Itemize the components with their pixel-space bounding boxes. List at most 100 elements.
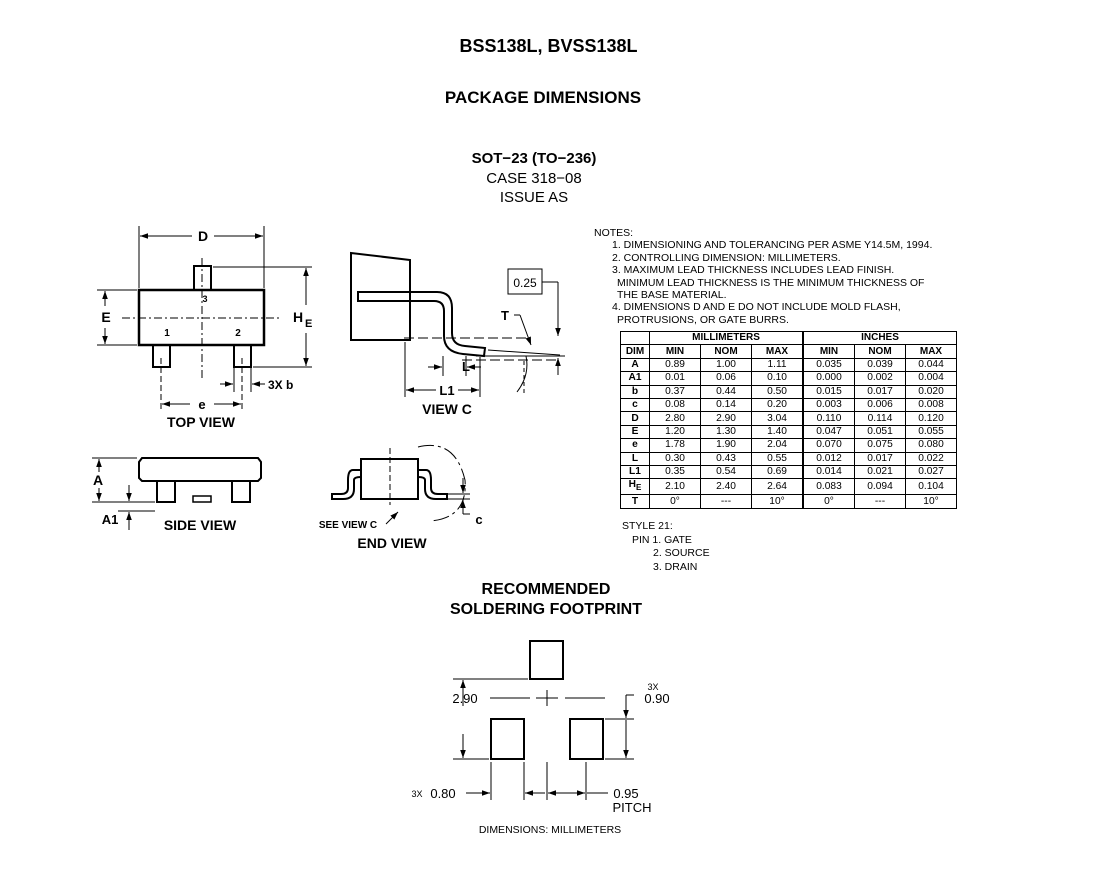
dim-he-subscript: E bbox=[305, 318, 312, 330]
value-cell: 0.047 bbox=[802, 424, 855, 440]
value-cell: 2.04 bbox=[751, 438, 804, 453]
value-cell: 0.015 bbox=[802, 384, 855, 399]
value-cell: 0.08 bbox=[649, 397, 701, 413]
value-cell: 2.64 bbox=[751, 478, 804, 496]
value-cell: 0.044 bbox=[905, 357, 957, 373]
footprint-pad-h-dim: 0.90 bbox=[644, 691, 669, 706]
value-cell: 0.10 bbox=[751, 371, 804, 386]
value-cell: 3.04 bbox=[751, 411, 804, 426]
value-cell: 0.06 bbox=[700, 371, 752, 386]
value-cell: 0° bbox=[802, 494, 855, 509]
value-cell: 1.20 bbox=[649, 424, 701, 440]
tolerance-box-value: 0.25 bbox=[513, 276, 537, 290]
dim-cell: T bbox=[620, 494, 650, 509]
dim-cell-subscript: E bbox=[636, 483, 642, 493]
style-pin-3: 3. DRAIN bbox=[653, 560, 698, 573]
value-cell: 0.002 bbox=[854, 371, 906, 386]
view-c-drawing bbox=[350, 251, 565, 397]
pin-3-label: 3 bbox=[202, 294, 207, 304]
dim-cell: A1 bbox=[620, 371, 650, 386]
column-header: NOM bbox=[854, 344, 906, 359]
value-cell: 0.20 bbox=[751, 397, 804, 413]
value-cell: 0.039 bbox=[854, 357, 906, 373]
dim-e-pitch-label: e bbox=[198, 397, 205, 412]
value-cell: --- bbox=[854, 494, 906, 509]
value-cell: 0.008 bbox=[905, 397, 957, 413]
note-2: 2. CONTROLLING DIMENSION: MILLIMETERS. bbox=[612, 251, 841, 264]
value-cell: 0.30 bbox=[649, 451, 701, 466]
value-cell: 0.006 bbox=[854, 397, 906, 413]
style-pin-2: 2. SOURCE bbox=[653, 547, 710, 559]
drawing-labels: D E H E 3 1 2 e 3X b TOP VIEW A A1 SIDE … bbox=[93, 228, 670, 815]
note-1: 1. DIMENSIONING AND TOLERANCING PER ASME… bbox=[612, 239, 933, 252]
notes-heading: NOTES: bbox=[594, 227, 634, 239]
dim-cell: E bbox=[620, 424, 650, 440]
value-cell: 0.35 bbox=[649, 464, 701, 480]
package-case: CASE 318−08 bbox=[486, 170, 582, 187]
column-header: MAX bbox=[751, 344, 804, 359]
value-cell: 2.40 bbox=[700, 478, 752, 496]
value-cell: 0.017 bbox=[854, 384, 906, 399]
column-header: DIM bbox=[620, 344, 650, 359]
units-note: DIMENSIONS: MILLIMETERS bbox=[478, 824, 622, 836]
top-view-drawing bbox=[97, 226, 312, 412]
end-view-drawing bbox=[331, 445, 470, 525]
style-heading: STYLE 21: bbox=[622, 520, 673, 532]
see-view-c-label: SEE VIEW C bbox=[319, 520, 377, 531]
column-header: MIN bbox=[802, 344, 855, 359]
value-cell: 0.083 bbox=[802, 478, 855, 496]
value-cell: 0.37 bbox=[649, 384, 701, 399]
value-cell: --- bbox=[700, 494, 752, 509]
value-cell: 0.003 bbox=[802, 397, 855, 413]
dim-d-label: D bbox=[198, 228, 208, 244]
value-cell: 0.004 bbox=[905, 371, 957, 386]
end-view-label: END VIEW bbox=[357, 535, 427, 551]
value-cell: 0.080 bbox=[905, 438, 957, 453]
footprint-pitch-dim: 0.95 bbox=[613, 786, 638, 801]
value-cell: 1.78 bbox=[649, 438, 701, 453]
value-cell: 2.90 bbox=[700, 411, 752, 426]
footprint-drawing bbox=[453, 640, 634, 800]
value-cell: 1.40 bbox=[751, 424, 804, 440]
value-cell: 0.017 bbox=[854, 451, 906, 466]
column-header: MAX bbox=[905, 344, 957, 359]
column-header: MIN bbox=[649, 344, 701, 359]
pin-1-label: 1 bbox=[164, 328, 170, 339]
group-header-mm: MILLIMETERS bbox=[649, 330, 804, 346]
value-cell: 0° bbox=[649, 494, 701, 509]
value-cell: 0.012 bbox=[802, 451, 855, 466]
value-cell: 0.54 bbox=[700, 464, 752, 480]
value-cell: 0.094 bbox=[854, 478, 906, 496]
dim-a1-label: A1 bbox=[102, 512, 119, 527]
value-cell: 0.022 bbox=[905, 451, 957, 466]
style-block: STYLE 21: PIN 1. GATE 2. SOURCE 3. DRAIN bbox=[622, 520, 710, 574]
value-cell: 0.69 bbox=[751, 464, 804, 480]
dimension-table: MILLIMETERS INCHES DIM MIN NOM MAX MIN N… bbox=[620, 330, 957, 509]
value-cell: 0.55 bbox=[751, 451, 804, 466]
value-cell: 0.110 bbox=[802, 411, 855, 426]
dim-cell: L1 bbox=[620, 464, 650, 480]
note-4: 4. DIMENSIONS D AND E DO NOT INCLUDE MOL… bbox=[612, 301, 901, 314]
value-cell: 0.50 bbox=[751, 384, 804, 399]
value-cell: 0.89 bbox=[649, 357, 701, 373]
package-name: SOT−23 (TO−236) bbox=[471, 150, 597, 167]
footprint-title-line-2: SOLDERING FOOTPRINT bbox=[450, 601, 642, 618]
footprint-pad-w-dim: 0.80 bbox=[430, 786, 455, 801]
note-3-cont-2: THE BASE MATERIAL. bbox=[617, 289, 727, 302]
value-cell: 0.070 bbox=[802, 438, 855, 453]
value-cell: 0.051 bbox=[854, 424, 906, 440]
column-header: NOM bbox=[700, 344, 752, 359]
dim-cell: c bbox=[620, 397, 650, 413]
side-view-label: SIDE VIEW bbox=[164, 517, 237, 533]
dim-l-label: L bbox=[462, 359, 470, 374]
notes-block: NOTES: 1. DIMENSIONING AND TOLERANCING P… bbox=[594, 227, 932, 326]
